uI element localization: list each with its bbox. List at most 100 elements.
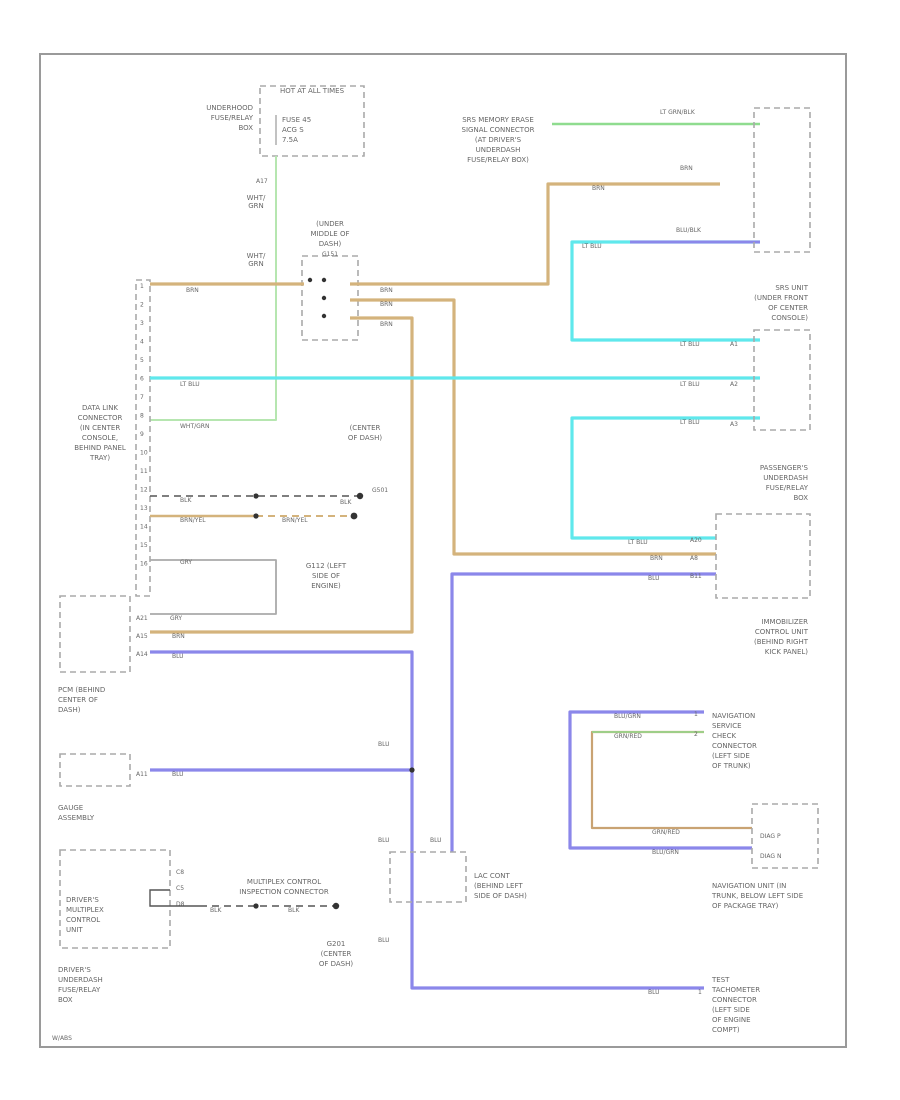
nav-unit-label-line: NAVIGATION UNIT (IN <box>712 882 786 890</box>
underhood-box-label-line: BOX <box>238 124 253 132</box>
splice-dot-3 <box>321 295 327 301</box>
wire-label-whtgrn: WHT/GRN <box>180 423 209 430</box>
wht-grn-label-2-line: GRN <box>248 260 264 268</box>
dlc-pin-12: 12 <box>140 487 148 494</box>
wire-label-brnyel-2: BRN/YEL <box>282 517 308 524</box>
under-middle-dash-label-line: MIDDLE OF <box>311 230 350 238</box>
gauge-pin: A11 <box>136 771 148 778</box>
mux-inspection-label: MULTIPLEX CONTROL INSPECTION CONNECTOR <box>239 878 329 896</box>
mux-inspection-label-line: MULTIPLEX CONTROL <box>247 878 321 886</box>
srs-pin-A1: A1 <box>730 341 738 348</box>
wire-label-brn-7: BRN <box>380 321 393 328</box>
test-tach-label-line: COMPT) <box>712 1026 740 1034</box>
pcm-box <box>59 595 131 673</box>
drivers-box-label-line: DRIVER'S <box>58 966 91 974</box>
lac-cont-label-line: SIDE OF DASH) <box>474 892 527 900</box>
wire-brn-to-pcm <box>150 316 414 634</box>
dlc-pin-10: 10 <box>140 450 148 457</box>
g201-label-line: G201 <box>327 940 346 948</box>
test-tach-label-line: TACHOMETER <box>711 986 760 994</box>
under-middle-dash-label-line: (UNDER <box>316 220 344 228</box>
dlc-pin-16: 16 <box>140 561 148 568</box>
wire-label-blublk: BLU/BLK <box>676 227 702 234</box>
wht-grn-label-2: WHT/GRN <box>247 252 266 268</box>
wire-label-blk-2: BLK <box>340 499 352 506</box>
dlc-pin-13: 13 <box>140 505 148 512</box>
srs-memory-label-line: UNDERDASH <box>476 146 521 154</box>
data-link-connector-label-line: CONSOLE, <box>82 434 118 442</box>
passenger-box-label-line: PASSENGER'S <box>760 464 809 472</box>
dlc-pin-2: 2 <box>140 302 144 309</box>
wire-label-grnred-2: GRN/RED <box>652 829 680 836</box>
wire-blu-grn-nav <box>568 710 752 850</box>
drivers-mux-label-line: MULTIPLEX <box>66 906 104 914</box>
wire-blu-immob <box>450 572 716 852</box>
wire-blu-pcm-tach <box>150 650 704 990</box>
srs-memory-label-line: FUSE/RELAY BOX) <box>467 156 529 164</box>
hot-at-all-times-label: HOT AT ALL TIMES <box>280 87 345 95</box>
passenger-box <box>715 513 811 599</box>
g151-label: G151 <box>322 251 338 258</box>
nav-pin-1: 1 <box>694 711 698 718</box>
data-link-connector-label-line: TRAY) <box>89 454 110 462</box>
mux-link <box>149 889 200 907</box>
mux-inspection-label-line: INSPECTION CONNECTOR <box>239 888 329 896</box>
srs-unit-label-line: OF CENTER <box>768 304 808 312</box>
wire-label-blu-2: BLU <box>648 989 660 996</box>
srs-memory-label-line: SIGNAL CONNECTOR <box>462 126 535 134</box>
nav-pin-2: 2 <box>694 731 698 738</box>
nav-unit-label-line: TRUNK, BELOW LEFT SIDE <box>711 892 803 900</box>
mux-dot-1 <box>253 903 259 909</box>
drivers-box-label-line: BOX <box>58 996 73 1004</box>
srs-unit-label-line: CONSOLE) <box>771 314 808 322</box>
dlc-pin-7: 7 <box>140 394 144 401</box>
splice-box-g151 <box>301 255 359 341</box>
test-tach-label-line: CONNECTOR <box>712 996 757 1004</box>
pcm-label-line: PCM (BEHIND <box>58 686 105 694</box>
g201-label-line: (CENTER <box>321 950 352 958</box>
wire-label-ltblu-4: LT BLU <box>680 341 700 348</box>
wire-label-ltblu-6: LT BLU <box>628 539 648 546</box>
g112-label-line: ENGINE) <box>311 582 341 590</box>
center-dash-label-1-line: OF DASH) <box>348 434 383 442</box>
data-link-connector-box <box>135 279 151 597</box>
data-link-connector-label-line: BEHIND PANEL <box>74 444 126 452</box>
nav-service-label-line: CHECK <box>712 732 736 740</box>
nav-service-label-line: SERVICE <box>712 722 742 730</box>
wire-label-blu-4: BLU <box>648 575 660 582</box>
wire-label-blu-1: BLU <box>378 741 390 748</box>
pcm-pin-A21: A21 <box>136 615 148 622</box>
wire-label-blugrn-2: BLU/GRN <box>652 849 679 856</box>
nav-service-label-line: OF TRUNK) <box>712 762 751 770</box>
drivers-mux-label-line: UNIT <box>66 926 83 934</box>
drivers-mux-label: DRIVER'S MULTIPLEX CONTROL UNIT <box>66 896 104 934</box>
wire-brn-to-immobilizer <box>350 298 716 556</box>
wire-label-blugrn-1: BLU/GRN <box>614 713 641 720</box>
data-link-connector-label-line: CONNECTOR <box>78 414 123 422</box>
wire-label-gry-2: GRY <box>170 615 182 622</box>
pass-pin-B11: B11 <box>690 573 702 580</box>
immobilizer-label-line: IMMOBILIZER <box>761 618 808 626</box>
test-tach-label-line: (LEFT SIDE <box>712 1006 750 1014</box>
data-link-connector-label-line: (IN CENTER <box>80 424 121 432</box>
nav-service-label-line: NAVIGATION <box>712 712 755 720</box>
pcm-label-line: CENTER OF <box>58 696 98 704</box>
pcm-pin-A15: A15 <box>136 633 148 640</box>
drivers-mux-label-line: CONTROL <box>66 916 100 924</box>
diag-n-label: DIAG N <box>760 853 781 860</box>
splice-dot-4 <box>321 313 327 319</box>
wire-label-brn-1: BRN <box>186 287 199 294</box>
ground-dot-1 <box>253 493 259 499</box>
splice-dot-2 <box>321 277 327 283</box>
underhood-box-label-line: UNDERHOOD <box>206 104 253 112</box>
dlc-pin-8: 8 <box>140 413 144 420</box>
dlc-pin-5: 5 <box>140 357 144 364</box>
drivers-mux-label-line: DRIVER'S <box>66 896 99 904</box>
pcm-pin-A14: A14 <box>136 651 148 658</box>
